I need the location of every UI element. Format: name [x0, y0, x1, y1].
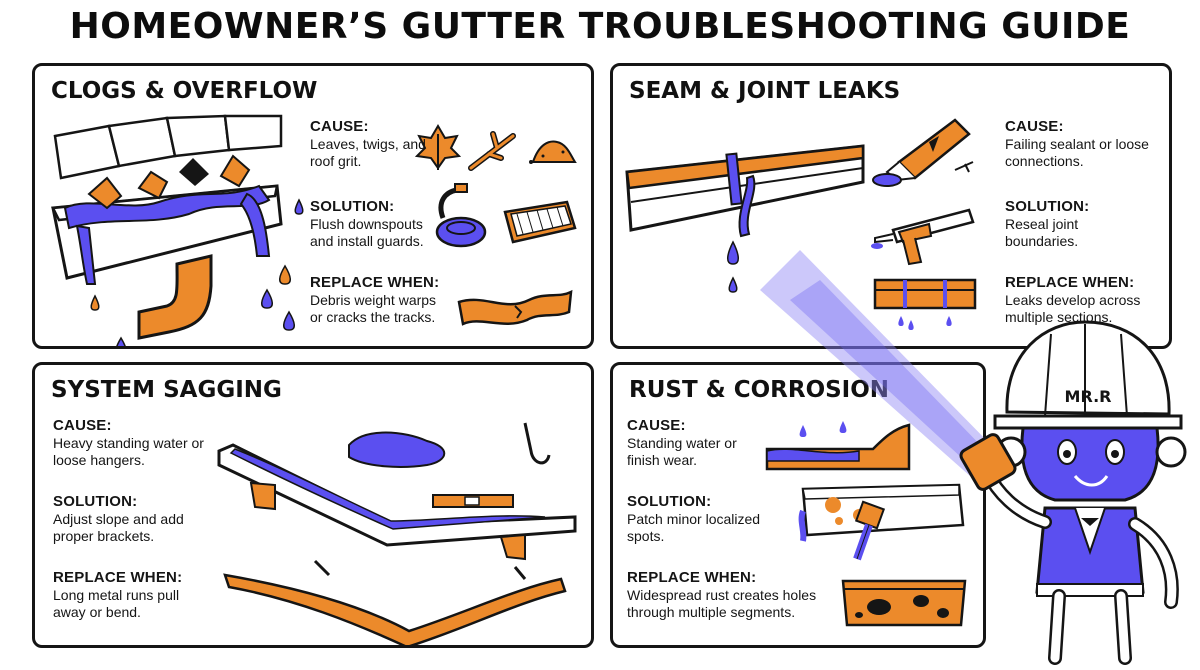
panel-title: SYSTEM SAGGING [51, 377, 282, 403]
standing-water-rust-icon [765, 421, 911, 471]
rusted-segment-icon [841, 579, 967, 627]
solution-label: SOLUTION: [310, 198, 395, 215]
cause-label: CAUSE: [310, 118, 369, 135]
multiple-leaks-icon [873, 278, 977, 330]
replace-description: Long metal runs pull away or bend. [53, 587, 180, 620]
twigs-icon [468, 131, 516, 171]
rust-patch-icon [798, 483, 965, 561]
solution-text: SOLUTION: Patch minor localized spots. [627, 493, 787, 545]
panel-rust-corrosion: RUST & CORROSION CAUSE: Standing water o… [610, 362, 986, 648]
replace-label: REPLACE WHEN: [1005, 274, 1135, 291]
roof-grit-icon [529, 140, 577, 164]
sagging-gutter-illustration [217, 422, 577, 645]
clogged-gutter-illustration [51, 114, 304, 346]
leaf-icon [414, 124, 462, 170]
cause-description: Failing sealant or loose connections. [1005, 136, 1149, 169]
helmet-label: MR.R [1065, 387, 1112, 406]
solution-label: SOLUTION: [1005, 198, 1090, 215]
solution-text: SOLUTION: Reseal joint boundaries. [1005, 198, 1115, 250]
caulk-gun-icon [871, 208, 975, 266]
panel-title: SEAM & JOINT LEAKS [629, 78, 901, 104]
solution-label: SOLUTION: [53, 493, 138, 510]
replace-description: Debris weight warps or cracks the tracks… [310, 292, 437, 325]
panel-title: CLOGS & OVERFLOW [51, 78, 318, 104]
replace-text: REPLACE WHEN: Leaks develop across multi… [1005, 274, 1155, 326]
cause-label: CAUSE: [627, 417, 686, 434]
replace-text: REPLACE WHEN: Long metal runs pull away … [53, 569, 213, 621]
panel-seam-joint-leaks: SEAM & JOINT LEAKS CAU [610, 63, 1172, 349]
solution-description: Reseal joint boundaries. [1005, 216, 1079, 249]
cause-description: Heavy standing water or loose hangers. [53, 435, 204, 468]
solution-text: SOLUTION: Adjust slope and add proper br… [53, 493, 213, 545]
replace-text: REPLACE WHEN: Widespread rust creates ho… [627, 569, 842, 621]
cause-text: CAUSE: Failing sealant or loose connecti… [1005, 118, 1155, 170]
panel-title: RUST & CORROSION [629, 377, 890, 403]
cause-label: CAUSE: [1005, 118, 1064, 135]
replace-description: Widespread rust creates holes through mu… [627, 587, 817, 620]
solution-description: Adjust slope and add proper brackets. [53, 511, 184, 544]
cause-text: CAUSE: Leaves, twigs, and roof grit. [310, 118, 450, 170]
solution-description: Flush downspouts and install guards. [310, 216, 424, 249]
warped-gutter-icon [457, 289, 573, 326]
hose-icon [435, 183, 487, 248]
solution-label: SOLUTION: [627, 493, 712, 510]
cause-text: CAUSE: Heavy standing water or loose han… [53, 417, 218, 469]
page-title: HOMEOWNER’S GUTTER TROUBLESHOOTING GUIDE [69, 6, 1131, 47]
replace-label: REPLACE WHEN: [627, 569, 757, 586]
gutter-guard-icon [503, 200, 577, 244]
cause-label: CAUSE: [53, 417, 112, 434]
solution-description: Patch minor localized spots. [627, 511, 761, 544]
leaking-seam-illustration [625, 144, 865, 293]
robot-mascot: MR.R [959, 320, 1187, 665]
replace-label: REPLACE WHEN: [310, 274, 440, 291]
cause-description: Standing water or finish wear. [627, 435, 737, 468]
cause-text: CAUSE: Standing water or finish wear. [627, 417, 757, 469]
panel-clogs-overflow: CLOGS & OVERFLOW [32, 63, 594, 349]
solution-text: SOLUTION: Flush downspouts and install g… [310, 198, 445, 250]
replace-text: REPLACE WHEN: Debris weight warps or cra… [310, 274, 450, 326]
replace-label: REPLACE WHEN: [53, 569, 183, 586]
flashlight-beam [760, 250, 996, 476]
panel-system-sagging: SYSTEM SAGGING CAUSE: Heavy standing wat… [32, 362, 594, 648]
sealant-tube-icon [872, 118, 974, 187]
cause-description: Leaves, twigs, and roof grit. [310, 136, 426, 169]
